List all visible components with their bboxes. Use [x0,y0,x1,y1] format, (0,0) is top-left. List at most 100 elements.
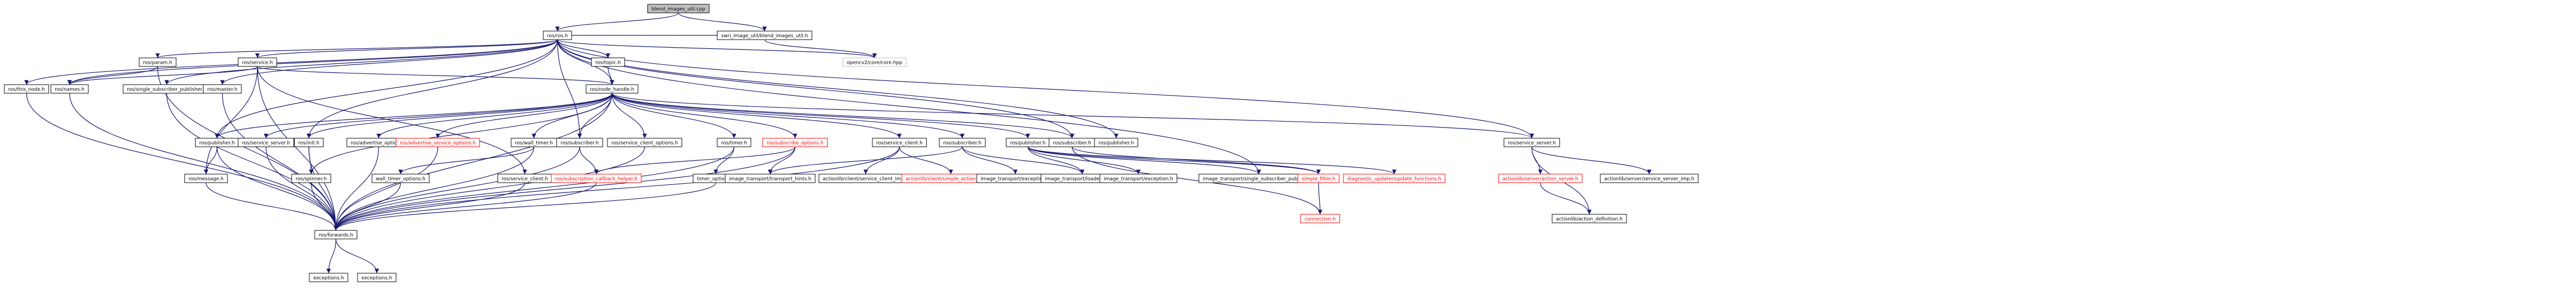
node-message[interactable]: ros/message.h [184,174,228,183]
node-swri-blend[interactable]: swri_image_util/blend_images_util.h [717,31,812,40]
edge-param-to-forwards [157,66,338,231]
node-label: actionlib/server/action_server.h [1502,177,1578,182]
node-service-client-options[interactable]: ros/service_client_options.h [607,138,682,147]
node-publisher-2[interactable]: ros/publisher.h [1094,138,1138,147]
node-box [139,57,177,67]
node-simple-filter[interactable]: simple_filter.h [1297,174,1340,183]
edge-ros-ros-to-subscriber-ros [557,39,582,139]
edge-node-handle-to-advertise-service-options [435,93,613,139]
node-label: ros/timer.h [721,141,747,146]
edge-node-handle-to-spinner [309,93,613,175]
edge-service-server-al-to-ss-imp [1531,146,1652,175]
edge-layer [24,12,1652,274]
edge-subscriber-2-to-connection [1072,146,1323,215]
node-timer[interactable]: ros/timer.h [717,138,751,147]
edge-node-handle-to-advertise-options [376,93,613,139]
node-box [872,138,927,147]
node-spinner[interactable]: ros/spinner.h [291,174,331,183]
edge-node-handle-to-service-client-options [611,93,647,139]
node-box [1099,174,1177,183]
node-label: ros/node_handle.h [590,87,634,93]
node-forwards[interactable]: ros/forwards.h [314,230,358,239]
node-label: ros/init.h [298,141,320,146]
node-label: diagnostic_updater/update_functions.h [1347,177,1441,182]
edge-node-handle-to-service-client [611,93,902,139]
node-box [1503,138,1560,147]
node-it-exception-2[interactable]: image_transport/exception.h [1099,174,1177,183]
node-exceptions-1[interactable]: exceptions.h [309,273,348,282]
node-label: image_transport/exception.h [981,177,1050,182]
edge-node-handle-to-service-server-al [611,93,1534,139]
edge-service-server-ros-to-forwards [265,146,338,231]
node-subscriber-it[interactable]: ros/subscriber.h [939,138,986,147]
node-topic[interactable]: ros/topic.h [591,57,625,67]
node-subscribe-options[interactable]: ros/subscribe_options.h [762,138,828,147]
node-service[interactable]: ros/service.h [238,57,277,67]
edge-subscriber-it-to-loader-fwds [962,146,1085,175]
edge-sub-cb-helper-to-forwards [333,182,597,231]
node-action-definition[interactable]: actionlib/action_definition.h [1552,214,1627,223]
node-label: ros/advertise_options.h [351,141,407,146]
node-service-server-ros[interactable]: ros/service_server.h [238,138,294,147]
node-box [1552,214,1627,223]
node-label: ros/master.h [207,87,237,93]
node-wall-timer[interactable]: ros/wall_timer.h [511,138,557,147]
node-box [551,174,642,183]
node-label: ros/message.h [188,177,224,182]
node-transport-hints[interactable]: image_transport/transport_hints.h [725,174,816,183]
edge-ros-ros-to-names [67,39,558,85]
edge-node-handle-to-publisher-it [611,93,1030,139]
node-sc-imp[interactable]: actionlib/client/service_client_imp.h [818,174,913,183]
node-diag-update[interactable]: diagnostic_updater/update_functions.h [1343,174,1446,183]
edge-ros-ros-to-single-sub-pub-it [557,39,1262,175]
node-root[interactable]: blend_images_util.cpp [647,4,710,13]
node-subscriber-ros[interactable]: ros/subscriber.h [556,138,603,147]
node-exceptions-2[interactable]: exceptions.h [357,273,397,282]
node-label: ros/single_subscriber_publisher.h [127,87,207,93]
edge-subscriber-ros-to-sub-cb-helper [579,146,599,175]
edge-publisher-ros-to-forwards [216,146,338,231]
node-box [725,174,816,183]
node-service-server-al[interactable]: ros/service_server.h [1503,138,1560,147]
edge-publisher-it-to-loader-fwds [1027,146,1085,175]
node-box [717,31,812,40]
node-label: ros/topic.h [595,61,621,66]
edge-node-handle-to-timer [611,93,736,139]
node-action-server[interactable]: actionlib/server/action_server.h [1498,174,1583,183]
node-node-handle[interactable]: ros/node_handle.h [586,84,639,94]
node-box [717,138,751,147]
node-publisher-it[interactable]: ros/publisher.h [1006,138,1050,147]
edge-ros-ros-to-topic [557,39,611,58]
node-label: actionlib/client/service_client_imp.h [823,177,909,182]
node-simple-action-client[interactable]: actionlib/client/simple_action_client.h [901,174,1000,183]
node-box [291,174,331,183]
node-master[interactable]: ros/master.h [203,84,242,94]
edge-service-to-names [67,66,258,85]
edge-publisher-it-to-single-sub-pub-it [1027,146,1262,175]
node-ss-imp[interactable]: actionlib/server/service_server_imp.h [1600,174,1699,183]
node-subscriber-2[interactable]: ros/subscriber.h [1048,138,1096,147]
node-publisher-ros[interactable]: ros/publisher.h [195,138,239,147]
node-advertise-service-options[interactable]: ros/advertise_service_options.h [396,138,480,147]
node-box [1343,174,1446,183]
edge-service-to-message [203,66,258,175]
edge-wall-timer-to-wall-timer-options [398,146,535,175]
node-label: ros/ros.h [547,34,568,39]
node-this-node[interactable]: ros/this_node.h [4,84,49,94]
node-wall-timer-options[interactable]: wall_timer_options.h [371,174,430,183]
node-param[interactable]: ros/param.h [139,57,177,67]
node-box [4,84,49,94]
node-service-client[interactable]: ros/service_client.h [872,138,927,147]
edge-this-node-to-forwards [26,93,338,231]
edge-publisher-it-to-diag-update [1027,146,1396,175]
node-ros-ros[interactable]: ros/ros.h [543,31,572,40]
node-init[interactable]: ros/init.h [294,138,324,147]
edge-subscribe-options-to-forwards [333,146,796,231]
node-label: ros/subscriber.h [943,141,981,146]
node-single-sub-pub[interactable]: ros/single_subscriber_publisher.h [123,84,211,94]
node-names[interactable]: ros/names.h [50,84,89,94]
node-sub-cb-helper[interactable]: ros/subscription_callback_helper.h [551,174,642,183]
node-service-client-h[interactable]: ros/service_client.h [497,174,552,183]
node-connection[interactable]: connection.h [1300,214,1340,223]
edge-node-handle-to-wall-timer [531,93,613,139]
